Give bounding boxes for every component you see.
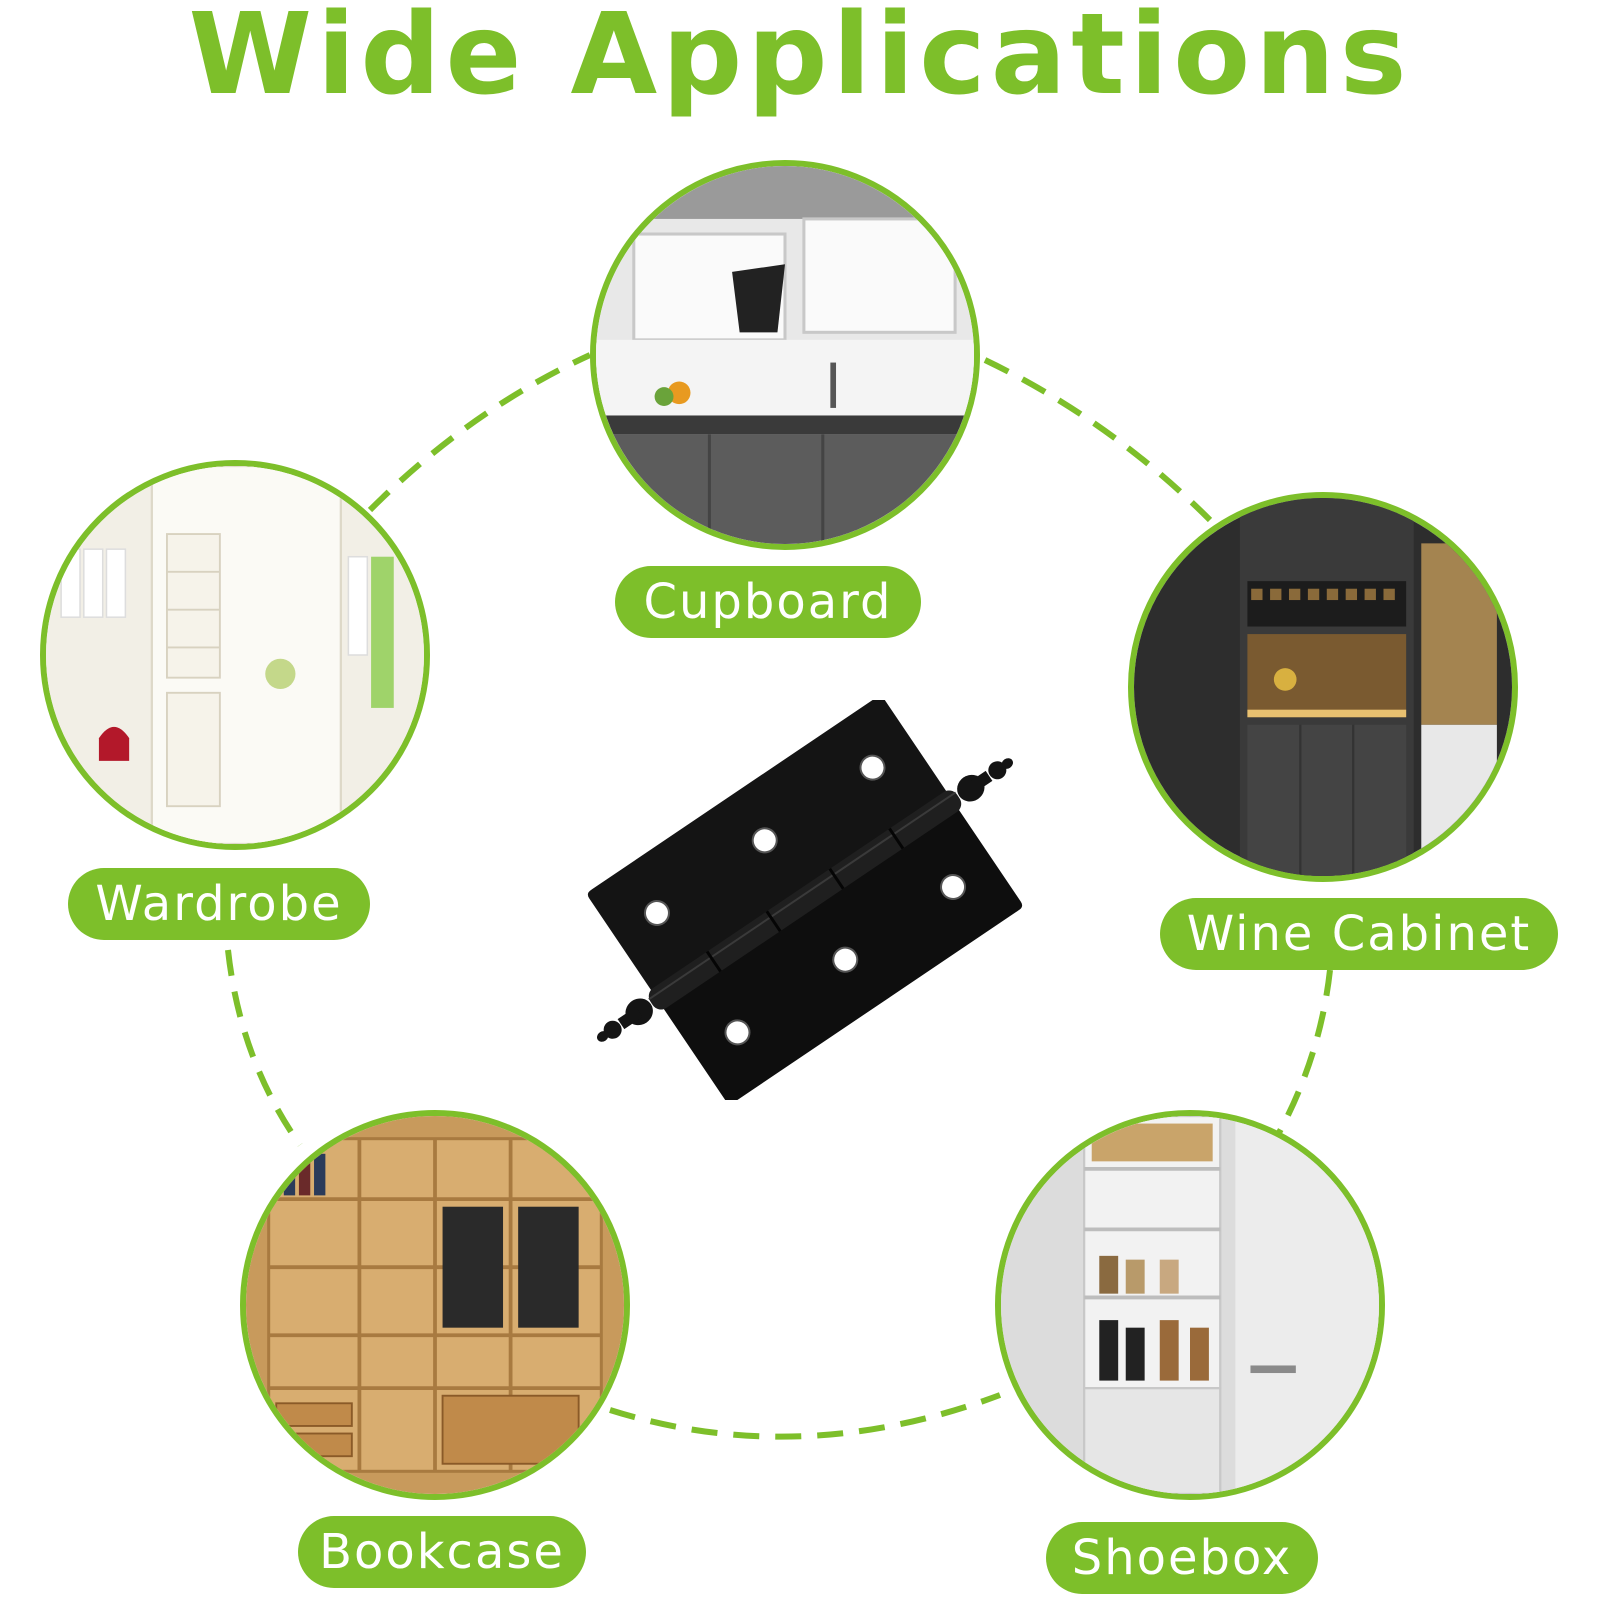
wine-cabinet-photo	[1128, 492, 1518, 882]
page-title: Wide Applications	[188, 0, 1412, 120]
shoebox-label: Shoebox	[1046, 1522, 1318, 1594]
wine-cabinet-label: Wine Cabinet	[1160, 898, 1558, 970]
cupboard-photo	[590, 160, 980, 550]
cupboard-label: Cupboard	[615, 566, 921, 638]
wardrobe-photo	[40, 460, 430, 850]
shoebox-photo	[995, 1110, 1385, 1500]
wardrobe-label: Wardrobe	[68, 868, 370, 940]
black-hinge-icon	[587, 700, 1023, 1100]
bookcase-label: Bookcase	[298, 1516, 586, 1588]
bookcase-photo	[240, 1110, 630, 1500]
